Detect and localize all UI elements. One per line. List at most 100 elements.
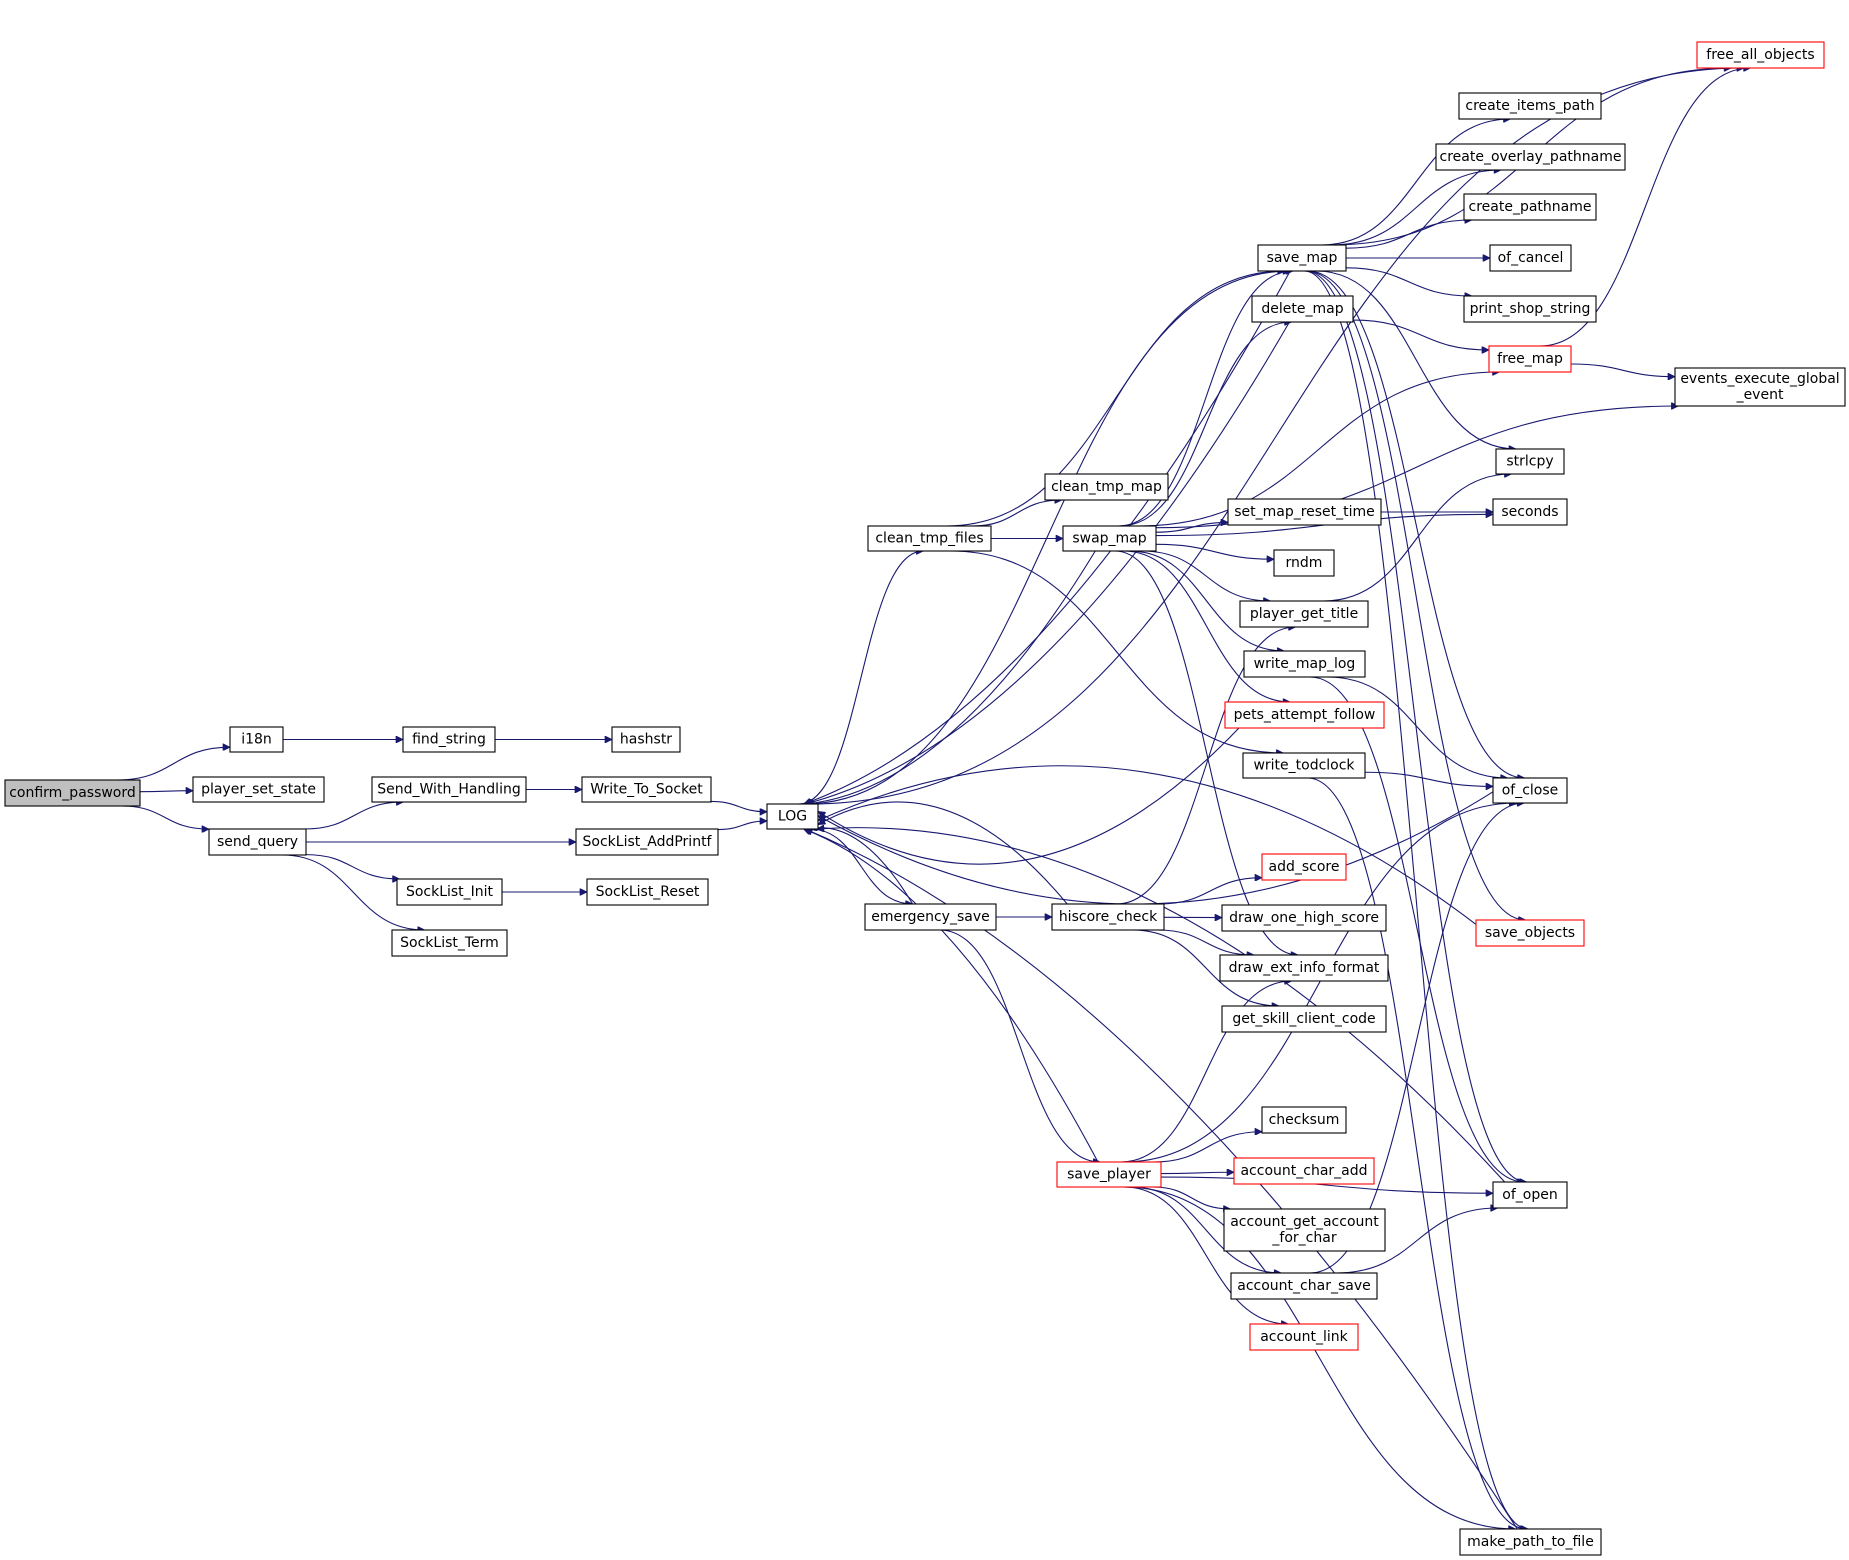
edge-send_query-to-Send_With_Handling bbox=[304, 802, 403, 830]
node-label: print_shop_string bbox=[1470, 301, 1591, 317]
edge-pets_attempt_follow-to-LOG bbox=[818, 727, 1240, 865]
node-label: checksum bbox=[1269, 1112, 1340, 1128]
edge-swap_map-to-rndm bbox=[1155, 543, 1274, 559]
edge-swap_map-to-pets_attempt_follow bbox=[1123, 550, 1290, 702]
node-SockList_Reset[interactable]: SockList_Reset bbox=[586, 878, 709, 906]
node-box bbox=[1242, 752, 1366, 779]
node-write_map_log[interactable]: write_map_log bbox=[1243, 650, 1366, 678]
node-label: set_map_reset_time bbox=[1234, 504, 1375, 520]
node-create_overlay_pathname[interactable]: create_overlay_pathname bbox=[1435, 143, 1626, 171]
edge-hiscore_check-to-player_get_title bbox=[1116, 627, 1295, 905]
edge-save_player-to-LOG bbox=[804, 829, 1099, 1163]
node-save_map[interactable]: save_map bbox=[1257, 244, 1347, 272]
node-seconds[interactable]: seconds bbox=[1492, 498, 1568, 526]
node-label: SockList_Reset bbox=[596, 884, 700, 900]
node-box bbox=[1219, 954, 1389, 982]
node-events_execute_global_event[interactable]: events_execute_global_event bbox=[1674, 367, 1846, 407]
node-Write_To_Socket[interactable]: Write_To_Socket bbox=[581, 776, 712, 803]
node-label: make_path_to_file bbox=[1467, 1534, 1594, 1550]
node-make_path_to_file[interactable]: make_path_to_file bbox=[1459, 1528, 1602, 1556]
node-account_get_account_for_char[interactable]: account_get_account_for_char bbox=[1223, 1208, 1386, 1252]
node-set_map_reset_time[interactable]: set_map_reset_time bbox=[1227, 498, 1382, 526]
node-box bbox=[1492, 1181, 1568, 1209]
node-label: emergency_save bbox=[871, 909, 990, 925]
node-create_items_path[interactable]: create_items_path bbox=[1458, 92, 1602, 120]
node-add_score[interactable]: add_score bbox=[1261, 853, 1347, 881]
node-player_get_title[interactable]: player_get_title bbox=[1239, 600, 1369, 628]
node-label: hashstr bbox=[620, 732, 672, 748]
node-label: draw_ext_info_format bbox=[1229, 960, 1380, 976]
node-of_open[interactable]: of_open bbox=[1492, 1181, 1568, 1209]
node-draw_one_high_score[interactable]: draw_one_high_score bbox=[1221, 904, 1387, 932]
node-save_objects[interactable]: save_objects bbox=[1475, 919, 1585, 947]
edge-clean_tmp_files-to-clean_tmp_map bbox=[972, 500, 1061, 527]
node-box bbox=[1230, 1272, 1378, 1300]
edge-swap_map-to-player_get_title bbox=[1141, 550, 1271, 601]
node-get_skill_client_code[interactable]: get_skill_client_code bbox=[1221, 1005, 1387, 1033]
node-player_set_state[interactable]: player_set_state bbox=[192, 776, 325, 803]
node-checksum[interactable]: checksum bbox=[1261, 1106, 1347, 1134]
node-label: add_score bbox=[1269, 859, 1340, 875]
node-label: i18n bbox=[241, 732, 272, 748]
node-clean_tmp_map[interactable]: clean_tmp_map bbox=[1044, 473, 1169, 501]
node-label: create_pathname bbox=[1469, 199, 1592, 215]
node-box bbox=[208, 828, 307, 856]
node-draw_ext_info_format[interactable]: draw_ext_info_format bbox=[1219, 954, 1389, 982]
node-of_cancel[interactable]: of_cancel bbox=[1489, 244, 1572, 272]
edge-save_player-to-make_path_to_file bbox=[1123, 1186, 1515, 1529]
node-save_player[interactable]: save_player bbox=[1056, 1161, 1162, 1188]
node-account_char_add[interactable]: account_char_add bbox=[1233, 1157, 1375, 1185]
node-i18n[interactable]: i18n bbox=[229, 726, 284, 753]
node-swap_map[interactable]: swap_map bbox=[1062, 525, 1157, 552]
edge-swap_map-to-draw_ext_info_format bbox=[1115, 550, 1298, 955]
node-emergency_save[interactable]: emergency_save bbox=[864, 903, 997, 931]
node-find_string[interactable]: find_string bbox=[402, 726, 496, 753]
node-label: _event bbox=[1736, 387, 1784, 403]
node-write_todclock[interactable]: write_todclock bbox=[1242, 752, 1366, 779]
node-box bbox=[581, 776, 712, 803]
node-box bbox=[1239, 600, 1369, 628]
node-hiscore_check[interactable]: hiscore_check bbox=[1051, 903, 1165, 931]
node-label: draw_one_high_score bbox=[1229, 910, 1379, 926]
node-box bbox=[229, 726, 284, 753]
node-print_shop_string[interactable]: print_shop_string bbox=[1463, 295, 1597, 323]
node-box bbox=[586, 878, 709, 906]
edges bbox=[117, 68, 1750, 1529]
node-label: get_skill_client_code bbox=[1232, 1011, 1375, 1027]
edge-free_map-to-events_execute_global_event bbox=[1570, 363, 1675, 377]
node-box bbox=[371, 776, 527, 803]
node-free_map[interactable]: free_map bbox=[1488, 345, 1572, 373]
node-box bbox=[1221, 904, 1387, 932]
node-SockList_AddPrintf[interactable]: SockList_AddPrintf bbox=[575, 828, 719, 856]
node-account_char_save[interactable]: account_char_save bbox=[1230, 1272, 1378, 1300]
node-LOG[interactable]: LOG bbox=[766, 803, 819, 830]
node-create_pathname[interactable]: create_pathname bbox=[1463, 193, 1597, 221]
edge-write_map_log-to-of_close bbox=[1327, 676, 1508, 778]
node-label: write_map_log bbox=[1254, 656, 1356, 672]
node-box bbox=[1044, 473, 1169, 501]
node-confirm_password[interactable]: confirm_password bbox=[4, 779, 141, 807]
node-strlcpy[interactable]: strlcpy bbox=[1495, 448, 1565, 475]
node-rndm[interactable]: rndm bbox=[1273, 549, 1335, 577]
edge-swap_map-to-delete_map bbox=[1120, 322, 1292, 527]
node-free_all_objects[interactable]: free_all_objects bbox=[1696, 41, 1825, 69]
edge-save_player-to-account_link bbox=[1123, 1186, 1288, 1324]
node-Send_With_Handling[interactable]: Send_With_Handling bbox=[371, 776, 527, 803]
node-label: rndm bbox=[1286, 555, 1323, 571]
edge-delete_map-to-LOG bbox=[805, 321, 1290, 804]
node-label: Write_To_Socket bbox=[590, 782, 703, 798]
node-pets_attempt_follow[interactable]: pets_attempt_follow bbox=[1224, 701, 1385, 729]
node-box bbox=[867, 525, 992, 552]
node-of_close[interactable]: of_close bbox=[1492, 777, 1568, 804]
node-SockList_Init[interactable]: SockList_Init bbox=[396, 878, 503, 906]
node-box bbox=[1495, 448, 1565, 475]
node-account_link[interactable]: account_link bbox=[1249, 1323, 1359, 1351]
node-box bbox=[1051, 903, 1165, 931]
node-hashstr[interactable]: hashstr bbox=[611, 726, 681, 753]
edge-clean_tmp_files-to-write_todclock bbox=[950, 550, 1283, 753]
node-send_query[interactable]: send_query bbox=[208, 828, 307, 856]
node-SockList_Term[interactable]: SockList_Term bbox=[391, 929, 508, 957]
node-clean_tmp_files[interactable]: clean_tmp_files bbox=[867, 525, 992, 552]
node-delete_map[interactable]: delete_map bbox=[1251, 295, 1354, 323]
edge-emergency_save-to-save_player bbox=[939, 929, 1101, 1162]
